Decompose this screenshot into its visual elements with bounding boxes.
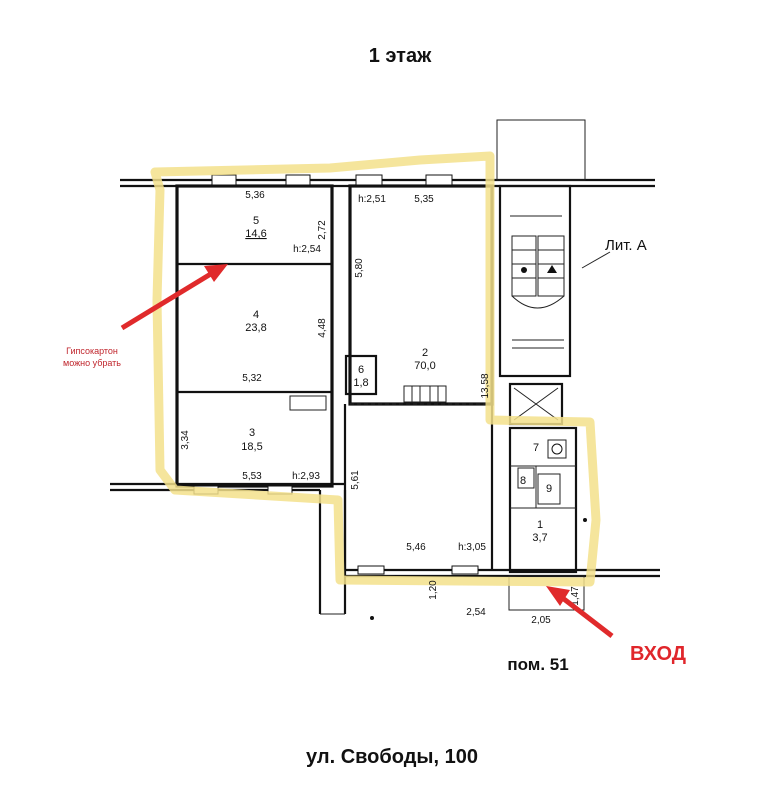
- room-7-number: 7: [533, 442, 539, 454]
- room-9-number: 9: [546, 483, 552, 495]
- dimension-labels: 5,36 2,72 h:2,54 5,80 h:2,51 5,35 4,48 5…: [180, 190, 581, 626]
- dim-h-2-93: h:2,93: [292, 471, 320, 482]
- annotations: Гипсокартон можно убрать ВХОД пом. 51 ул…: [63, 264, 686, 768]
- room-labels: 5 14,6 4 23,8 3 18,5 2 70,0 6 1,8 7 8 9 …: [241, 215, 552, 544]
- room-8-number: 8: [520, 475, 526, 487]
- room-1-area: 3,7: [532, 532, 547, 544]
- room-walls: [175, 184, 578, 574]
- note-arrowhead: [204, 264, 228, 282]
- dim-1-20: 1,20: [428, 580, 439, 600]
- room-2-number: 2: [422, 347, 428, 359]
- dim-3-34: 3,34: [180, 430, 191, 450]
- dim-1-47: 1,47: [570, 586, 581, 606]
- dim-h-3-05: h:3,05: [458, 542, 486, 553]
- dim-5-61: 5,61: [350, 470, 361, 490]
- dim-h-2-54: h:2,54: [293, 244, 321, 255]
- dim-h-2-51: h:2,51: [358, 194, 386, 205]
- premises-label: пом. 51: [507, 655, 568, 674]
- room-4-number: 4: [253, 309, 259, 321]
- dim-2-72: 2,72: [317, 220, 328, 240]
- room-3-area: 18,5: [241, 441, 262, 453]
- note-line-1: Гипсокартон: [66, 346, 118, 356]
- address-label: ул. Свободы, 100: [306, 746, 478, 768]
- room-6-area: 1,8: [353, 377, 368, 389]
- dim-4-48: 4,48: [317, 318, 328, 338]
- dim-2-54: 2,54: [466, 607, 486, 618]
- room-5-number: 5: [253, 215, 259, 227]
- dim-5-53: 5,53: [242, 471, 262, 482]
- room-1-number: 1: [537, 519, 543, 531]
- entry-arrow: [558, 594, 614, 638]
- room-2-area: 70,0: [414, 360, 435, 372]
- room-5-area: 14,6: [245, 228, 266, 240]
- dim-5-80: 5,80: [354, 258, 365, 278]
- dim-5-35: 5,35: [414, 194, 434, 205]
- room-6-number: 6: [358, 364, 364, 376]
- dim-2-05: 2,05: [531, 615, 551, 626]
- exterior-walls: [110, 178, 660, 615]
- note-line-2: можно убрать: [63, 358, 121, 368]
- staircase-block: Лит. А: [496, 119, 647, 426]
- room-4-area: 23,8: [245, 322, 266, 334]
- dim-5-36: 5,36: [245, 190, 265, 201]
- floor-title: 1 этаж: [369, 45, 432, 67]
- entry-label: ВХОД: [630, 643, 686, 665]
- dim-5-46: 5,46: [406, 542, 426, 553]
- dim-5-32: 5,32: [242, 373, 262, 384]
- dim-13-58: 13,58: [480, 373, 491, 398]
- lit-a-label: Лит. А: [605, 237, 647, 254]
- room-3-number: 3: [249, 427, 255, 439]
- entry-arrowhead: [546, 586, 570, 606]
- highlight-outline: [150, 151, 601, 587]
- note-arrow: [120, 269, 216, 331]
